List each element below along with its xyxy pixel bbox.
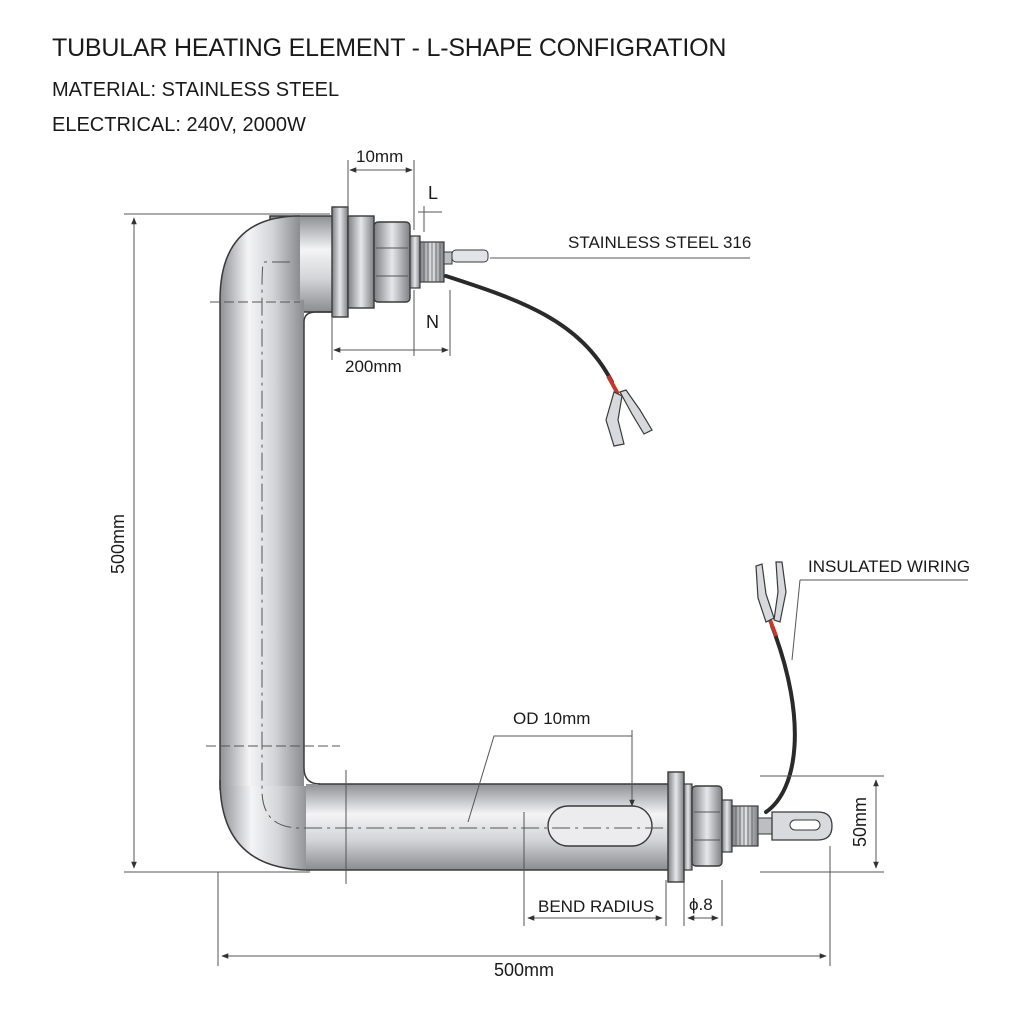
electrical-spec: ELECTRICAL: 240V, 2000W [52,114,306,136]
top-fitting [331,206,489,318]
dim-letter-l: L [428,183,438,203]
dim-right-height: 50mm [850,797,870,847]
dim-top-leg-length: 200mm [345,357,402,376]
dim-bend-radius: BEND RADIUS [538,897,654,916]
drawing-title: TUBULAR HEATING ELEMENT - L-SHAPE CONFIG… [52,34,727,62]
callout-material-grade: STAINLESS STEEL 316 [568,233,751,252]
dim-diameter-symbol: ϕ.8 [689,895,713,914]
bottom-wire [755,561,797,814]
dim-letter-n: N [426,312,439,332]
dim-top-terminal-width: 10mm [356,147,403,166]
heating-tube [219,215,668,871]
dim-vertical-height: 500mm [108,514,128,574]
material-spec: MATERIAL: STAINLESS STEEL [52,79,340,101]
dim-outer-diameter: OD 10mm [513,709,590,728]
top-wire [444,274,653,447]
bottom-fitting [667,771,833,883]
dim-horizontal-length: 500mm [494,960,554,980]
drawing-header: TUBULAR HEATING ELEMENT - L-SHAPE CONFIG… [52,34,726,149]
dimension-lines [124,160,968,966]
callout-wiring: INSULATED WIRING [808,557,970,576]
